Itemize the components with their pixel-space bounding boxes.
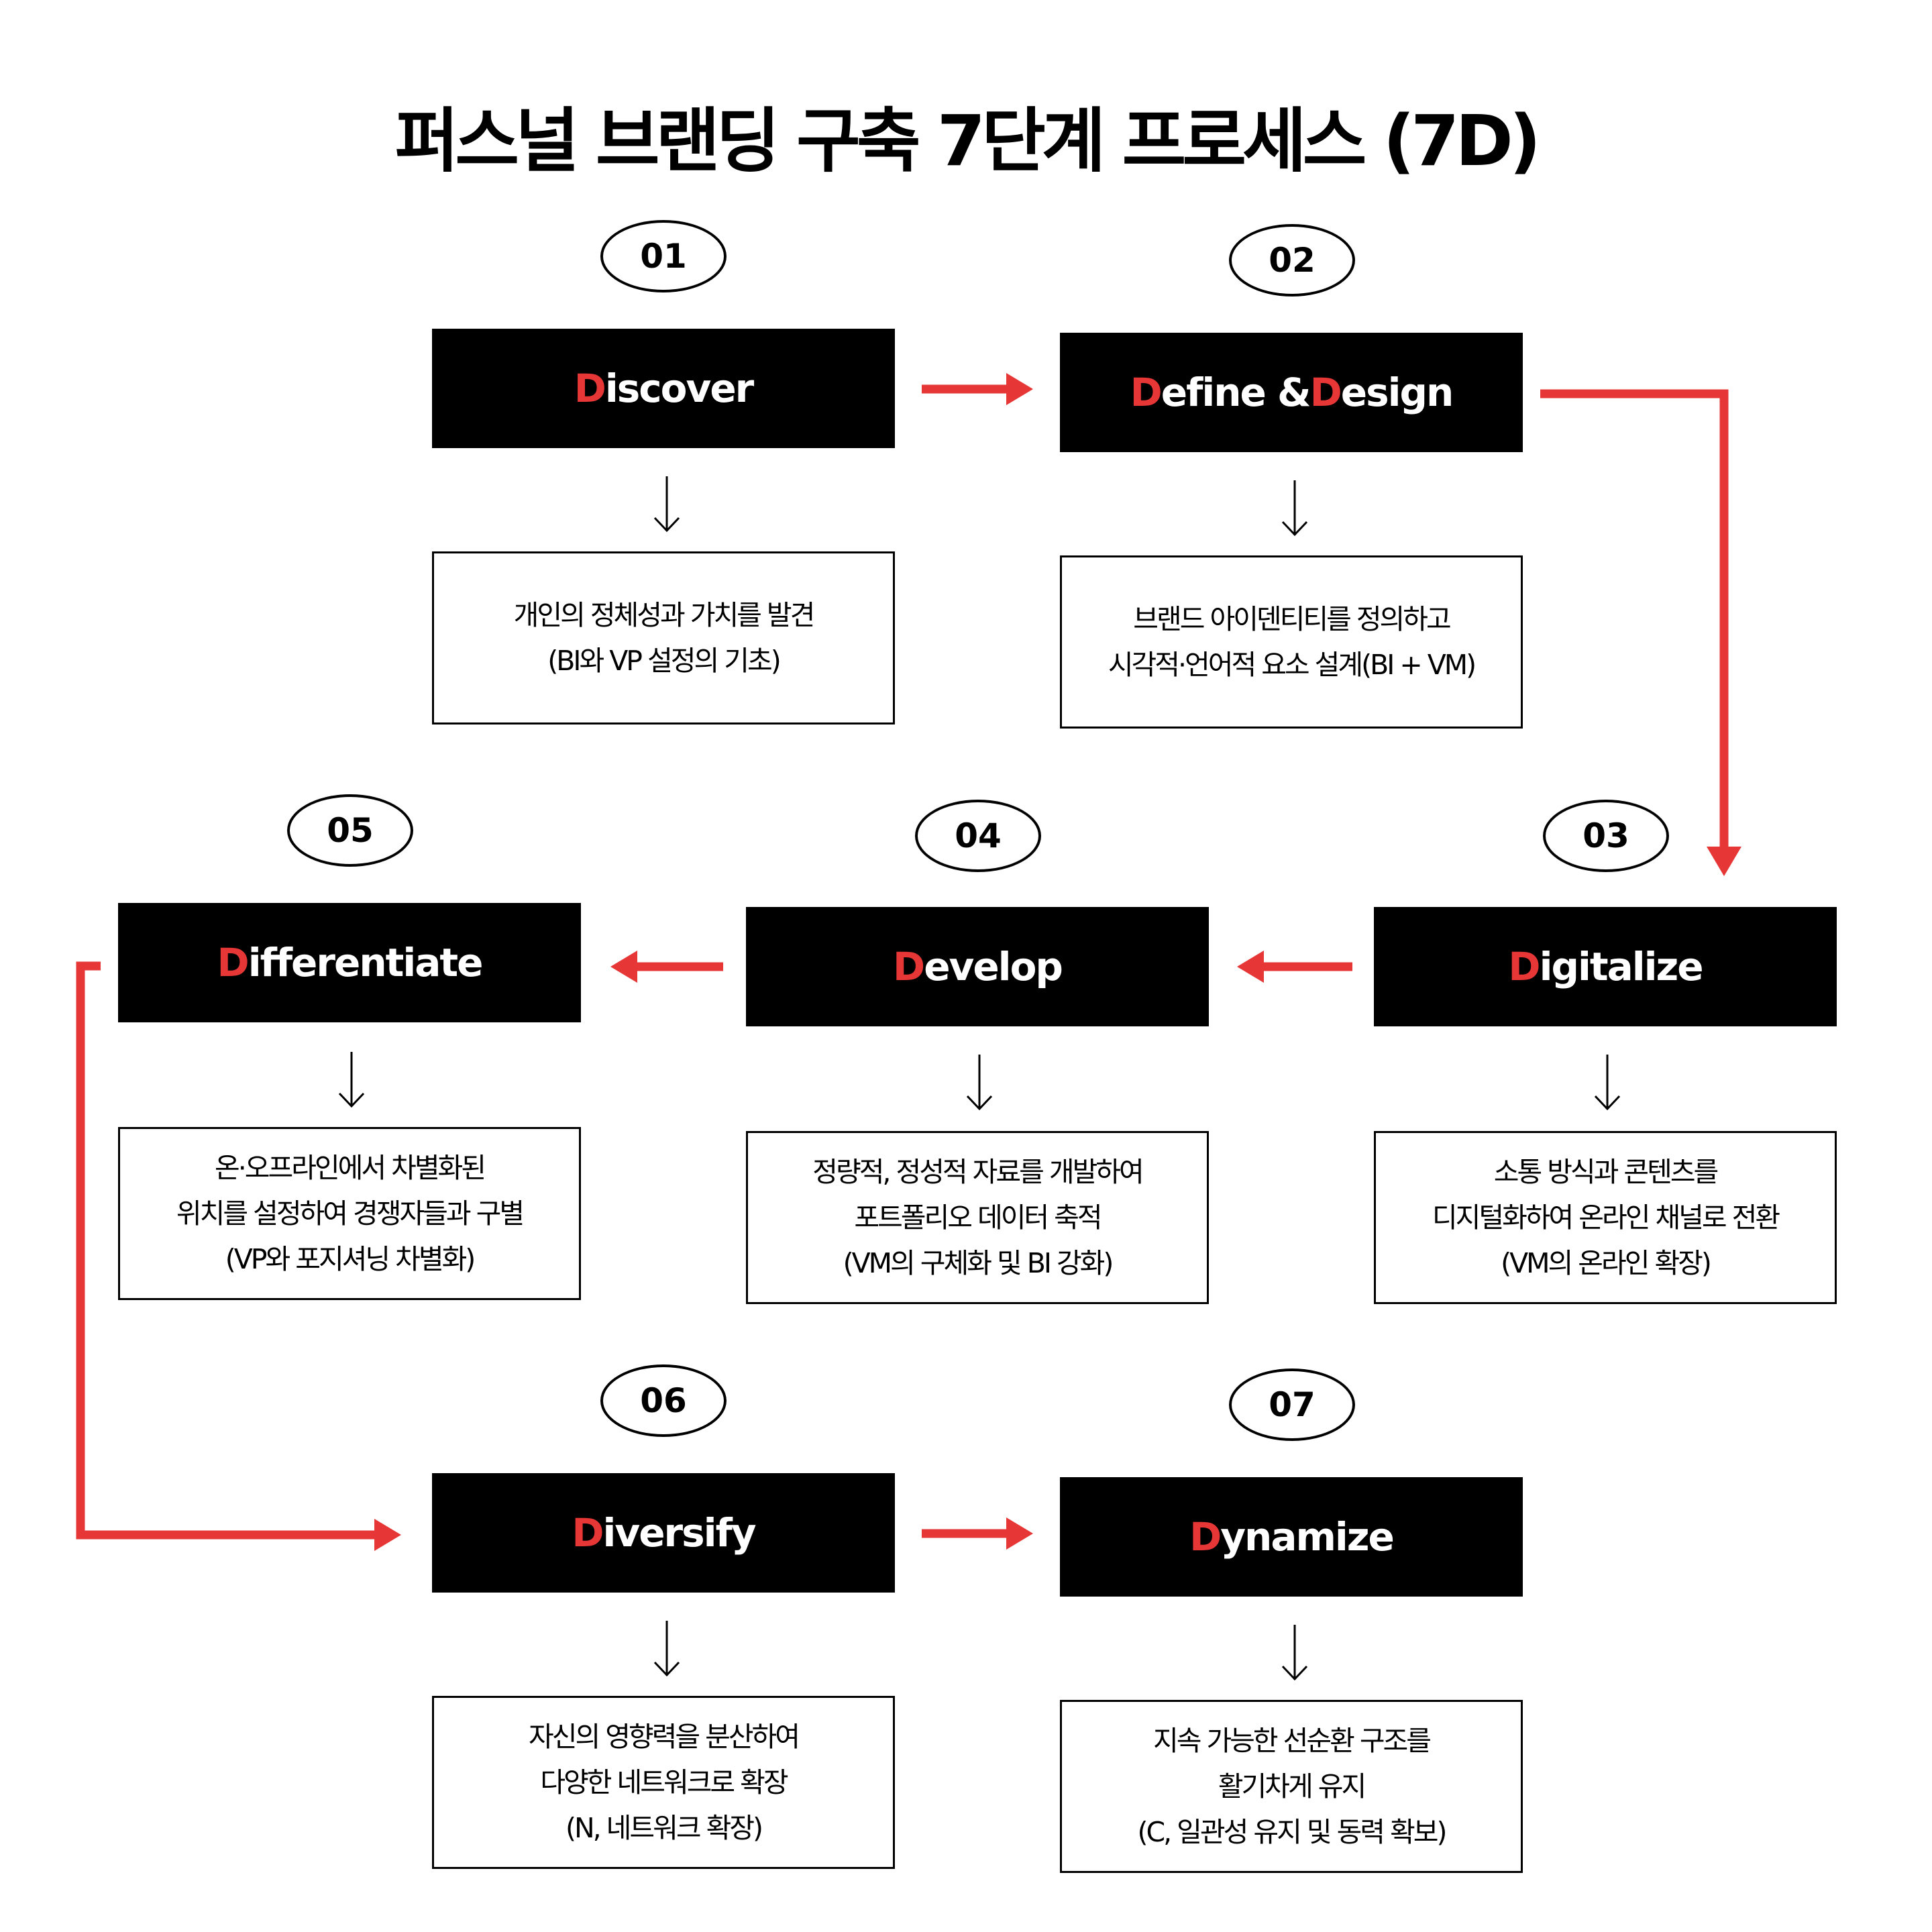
heading-rest: evelop: [924, 944, 1063, 989]
page-title: 퍼스널 브랜딩 구축 7단계 프로세스 (7D): [394, 100, 1542, 182]
step-number: 07: [1269, 1385, 1316, 1424]
step-number: 03: [1582, 816, 1629, 855]
step-05-badge: 05: [287, 794, 413, 867]
description-line: 개인의 정체성과 가치를 발견: [513, 599, 816, 631]
description-line: (C, 일관성 유지 및 동력 확보): [1137, 1816, 1447, 1848]
arrow-03-to-04: [1237, 951, 1352, 983]
step-number: 05: [327, 811, 374, 850]
down-arrow-icon: [653, 476, 680, 533]
arrow-04-to-05: [610, 951, 723, 983]
arrow-01-to-02: [922, 373, 1033, 405]
step-number: 04: [955, 816, 1002, 855]
step-03-badge: 03: [1543, 800, 1669, 872]
heading-initial: D: [574, 366, 606, 411]
description-line: 시각적·언어적 요소 설계(BI + VM): [1108, 649, 1477, 681]
heading-initial: D: [1189, 1514, 1222, 1560]
heading-initial: D: [1130, 370, 1163, 415]
step-07-badge: 07: [1229, 1368, 1355, 1441]
step-number: 02: [1269, 241, 1316, 280]
description-line: 소통 방식과 콘텐츠를: [1493, 1156, 1719, 1188]
step-04-description: 정량적, 정성적 자료를 개발하여 포트폴리오 데이터 축적 (VM의 구체화 …: [746, 1131, 1209, 1304]
description-line: 디지털화하여 온라인 채널로 전환: [1432, 1201, 1780, 1234]
step-04-badge: 04: [915, 800, 1041, 872]
down-arrow-icon: [1594, 1055, 1621, 1111]
description-line: (VP와 포지셔닝 차별화): [225, 1243, 476, 1275]
heading-rest: iversify: [602, 1510, 757, 1556]
description-line: 다양한 네트워크로 확장: [540, 1766, 788, 1799]
heading-initial: D: [893, 944, 925, 989]
step-number: 06: [640, 1381, 687, 1420]
description-line: 브랜드 아이덴티티를 정의하고: [1133, 603, 1451, 635]
description-line: (N, 네트워크 확장): [565, 1812, 763, 1844]
step-06-badge: 06: [600, 1364, 727, 1437]
step-02-badge: 02: [1229, 224, 1355, 297]
description-line: 위치를 설정하여 경쟁자들과 구별: [176, 1197, 525, 1230]
heading-rest: iscover: [604, 366, 754, 411]
description-line: 온·오프라인에서 차별화된: [215, 1152, 486, 1184]
step-01-badge: 01: [600, 220, 727, 292]
heading-rest: efine &: [1161, 370, 1311, 415]
arrow-02-to-03: [1540, 389, 1741, 876]
step-02-description: 브랜드 아이덴티티를 정의하고 시각적·언어적 요소 설계(BI + VM): [1060, 555, 1523, 729]
arrow-06-to-07: [922, 1517, 1033, 1550]
description-line: 지속 가능한 선순환 구조를: [1152, 1725, 1432, 1757]
description-line: (VM의 구체화 및 BI 강화): [843, 1247, 1114, 1279]
heading-rest: ynamize: [1220, 1514, 1395, 1560]
heading-rest: igitalize: [1539, 944, 1704, 989]
description-line: 정량적, 정성적 자료를 개발하여: [812, 1156, 1144, 1188]
description-line: (VM의 온라인 확장): [1501, 1247, 1712, 1279]
step-07-description: 지속 가능한 선순환 구조를 활기차게 유지 (C, 일관성 유지 및 동력 확…: [1060, 1700, 1523, 1873]
description-line: (BI와 VP 설정의 기초): [547, 645, 781, 677]
step-number: 01: [640, 237, 687, 276]
description-line: 자신의 영향력을 분산하여: [529, 1721, 800, 1753]
description-line: 포트폴리오 데이터 축적: [854, 1201, 1102, 1234]
down-arrow-icon: [966, 1055, 993, 1111]
heading-initial: D: [217, 940, 250, 985]
down-arrow-icon: [1281, 1625, 1308, 1681]
step-05-description: 온·오프라인에서 차별화된 위치를 설정하여 경쟁자들과 구별 (VP와 포지셔…: [118, 1127, 581, 1300]
heading-initial-2: D: [1309, 370, 1342, 415]
arrow-05-to-06: [76, 961, 401, 1551]
down-arrow-icon: [338, 1052, 365, 1108]
heading-initial: D: [1508, 944, 1540, 989]
heading-rest: ifferentiate: [248, 940, 484, 985]
down-arrow-icon: [1281, 480, 1308, 537]
description-line: 활기차게 유지: [1218, 1770, 1366, 1803]
step-03-description: 소통 방식과 콘텐츠를 디지털화하여 온라인 채널로 전환 (VM의 온라인 확…: [1374, 1131, 1837, 1304]
step-01-description: 개인의 정체성과 가치를 발견 (BI와 VP 설정의 기초): [432, 551, 895, 724]
step-06-description: 자신의 영향력을 분산하여 다양한 네트워크로 확장 (N, 네트워크 확장): [432, 1696, 895, 1869]
down-arrow-icon: [653, 1621, 680, 1677]
heading-initial: D: [572, 1510, 604, 1556]
heading-rest-2: esign: [1340, 370, 1454, 415]
